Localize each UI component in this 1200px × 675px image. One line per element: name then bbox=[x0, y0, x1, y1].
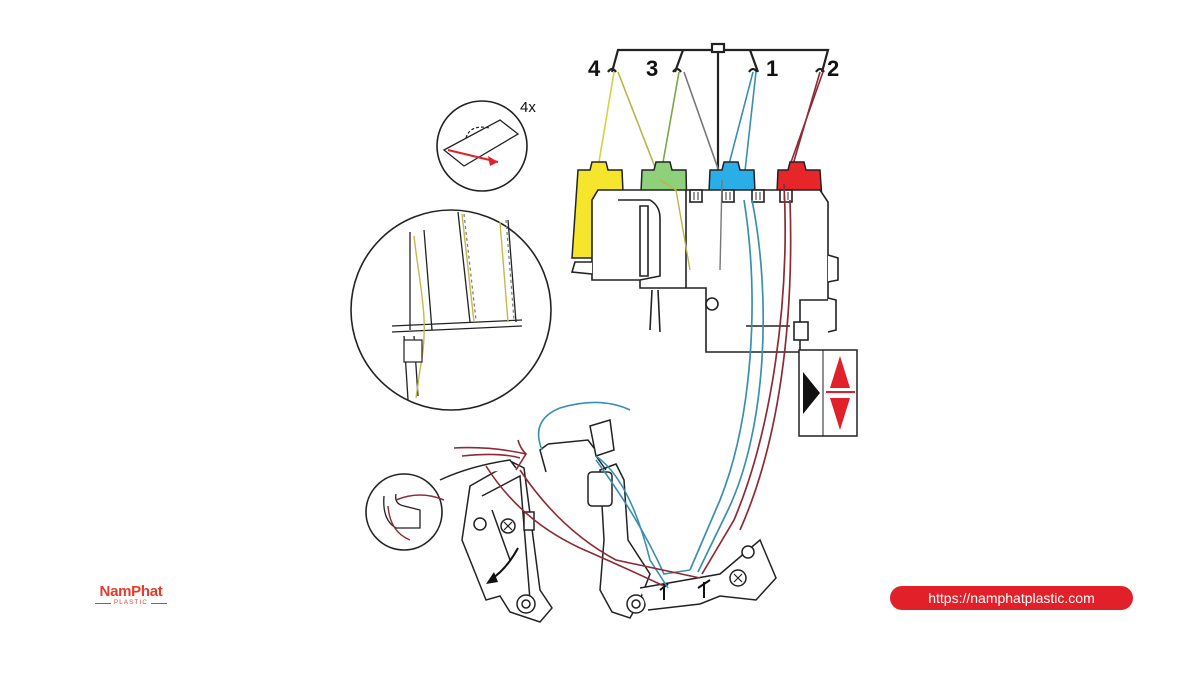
spool-number-1: 1 bbox=[766, 56, 778, 81]
spool-number-2: 2 bbox=[827, 56, 839, 81]
thread-stand bbox=[607, 42, 830, 170]
brand-subtitle-row: PLASTIC bbox=[86, 600, 176, 606]
website-url-badge[interactable]: https://namphatplastic.com bbox=[890, 586, 1133, 610]
tension-dials bbox=[689, 189, 793, 203]
serger-machine-body bbox=[570, 189, 839, 353]
detail-circle-threading bbox=[436, 100, 528, 192]
brand-subtitle: PLASTIC bbox=[113, 600, 149, 606]
logo-rule-right bbox=[151, 602, 168, 604]
rotation-arrowhead bbox=[486, 572, 498, 584]
brand-logo: NamPhat PLASTIC bbox=[86, 584, 176, 606]
spool-number-3: 3 bbox=[646, 56, 658, 81]
machine-internal-threads bbox=[659, 179, 723, 271]
logo-rule-left bbox=[94, 602, 111, 604]
spool-number-4: 4 bbox=[588, 56, 601, 81]
brand-name: NamPhat bbox=[99, 583, 163, 600]
looper-mechanism bbox=[439, 419, 777, 623]
looper-threads bbox=[689, 183, 792, 575]
detail-circle-looper-hook bbox=[365, 473, 445, 551]
detail-circle-needle-area bbox=[350, 209, 552, 411]
needle-indicator bbox=[798, 349, 858, 437]
looper-area-threads bbox=[453, 401, 701, 589]
detail-multiplier-label: 4x bbox=[520, 99, 536, 116]
